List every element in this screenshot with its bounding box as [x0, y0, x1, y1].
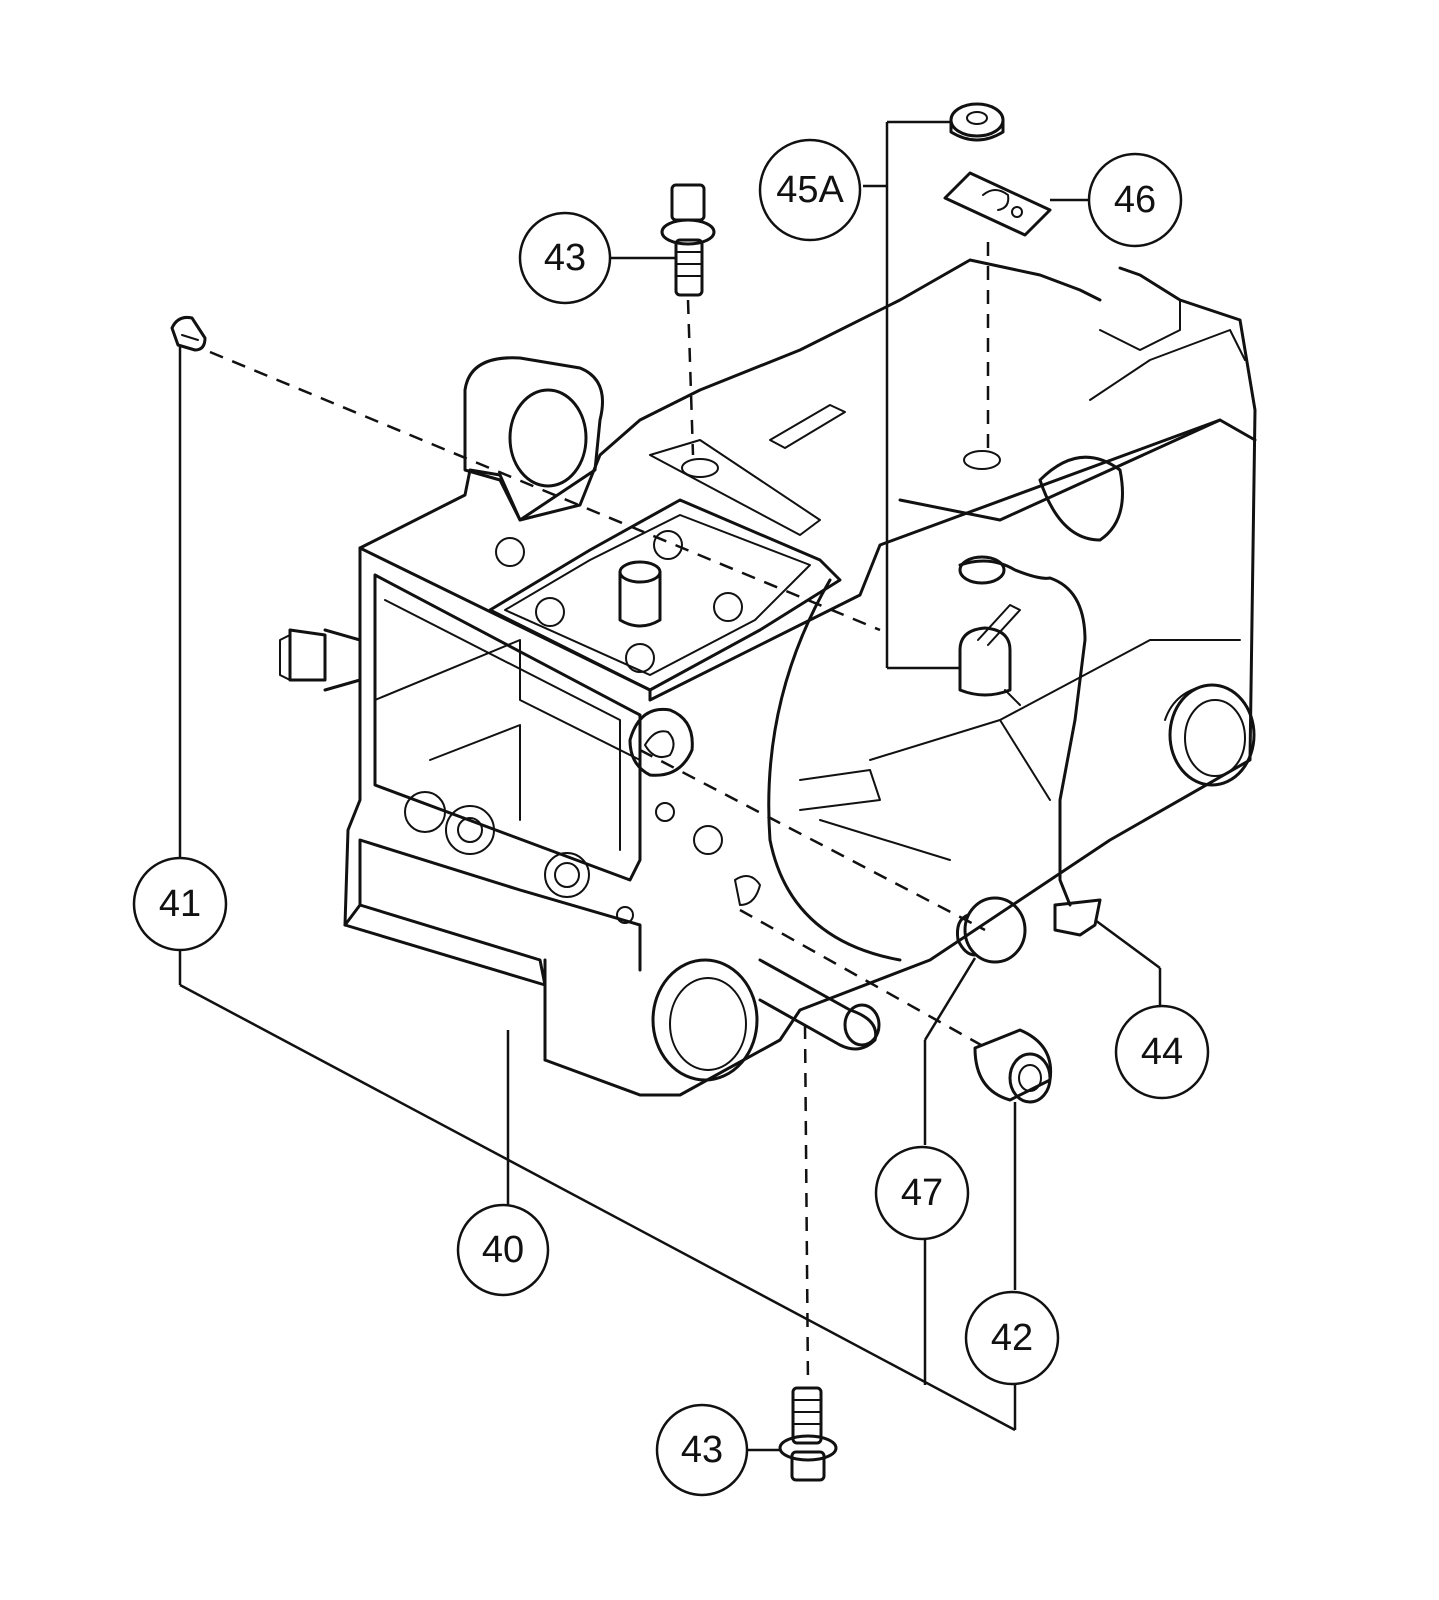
callout-label-40: 40: [482, 1229, 524, 1271]
callout-label-45a: 45A: [776, 169, 844, 211]
assembly-axes: [209, 242, 991, 1386]
bushing-part-42: [973, 1028, 1053, 1104]
loose-parts: [170, 102, 1053, 1482]
nut-part-45a: [949, 102, 1005, 142]
callout-label-41: 41: [159, 883, 201, 925]
callout-40: 40: [456, 1203, 550, 1297]
callout-43-top: 43: [518, 211, 612, 305]
callout-label-43-bottom: 43: [681, 1429, 723, 1471]
callout-47: 47: [874, 1145, 970, 1241]
callout-43-bottom: 43: [655, 1403, 749, 1497]
plug-part-41: [170, 316, 207, 352]
callout-45a: 45A: [758, 138, 862, 242]
callout-42: 42: [964, 1290, 1060, 1386]
callout-label-42: 42: [991, 1317, 1033, 1359]
bolt-part-43-top: [660, 183, 716, 297]
plate-part-46: [943, 171, 1052, 237]
callout-46: 46: [1087, 152, 1183, 248]
callout-label-46: 46: [1114, 179, 1156, 221]
callout-label-47: 47: [901, 1172, 943, 1214]
callout-41: 41: [132, 856, 228, 952]
leader-lines: [178, 120, 1162, 1452]
cap-part-47: [956, 896, 1027, 964]
callout-44: 44: [1114, 1004, 1210, 1100]
callout-label-43-top: 43: [544, 237, 586, 279]
crankcase-part: [279, 258, 1257, 1097]
callout-label-44: 44: [1141, 1031, 1183, 1073]
bolt-part-43-bottom: [778, 1386, 838, 1482]
